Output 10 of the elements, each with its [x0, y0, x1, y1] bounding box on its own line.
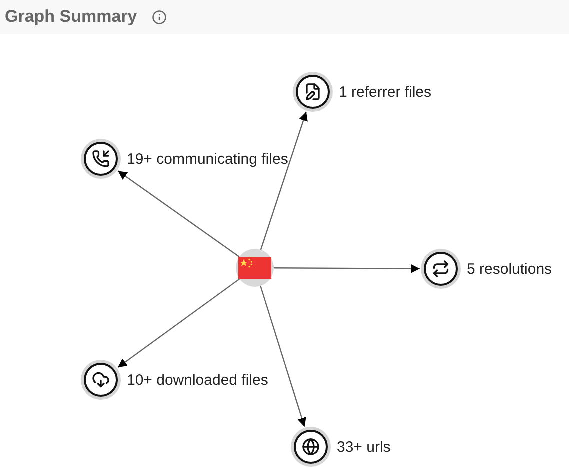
arrow	[118, 278, 240, 368]
title: Graph Summary	[5, 7, 138, 27]
node-label: 33+ urls	[337, 438, 391, 456]
node-label: 5 resolutions	[467, 260, 552, 278]
node-label: 19+ communicating files	[127, 150, 288, 168]
node-label: 1 referrer files	[339, 84, 432, 100]
arrow	[118, 170, 240, 258]
arrow	[260, 112, 308, 250]
node-label: 10+ downloaded files	[127, 372, 268, 388]
arrow	[260, 286, 306, 428]
